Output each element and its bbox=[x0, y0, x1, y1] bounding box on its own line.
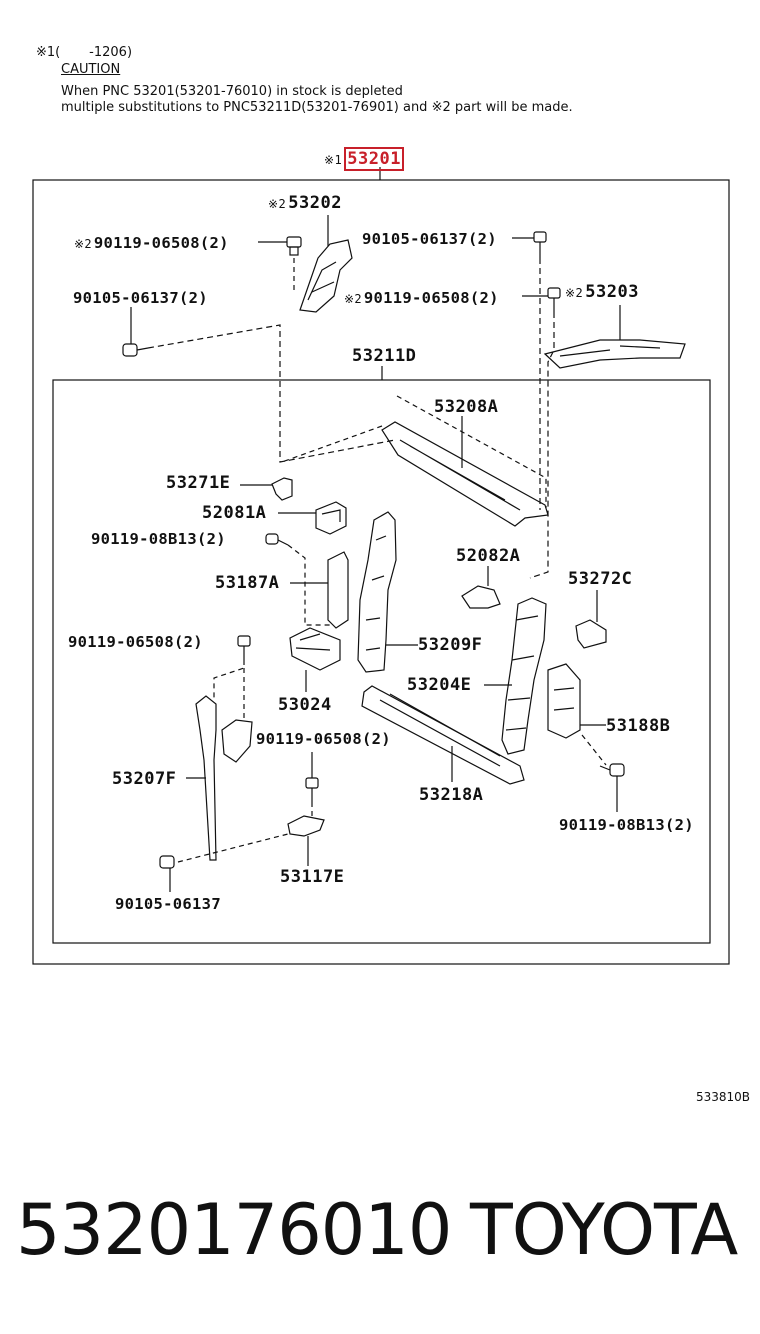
label-bolt-90119-08B13-b[interactable]: 90119-08B13(2) bbox=[559, 816, 694, 834]
label-bolt-90119-06508-c[interactable]: 90119-06508(2) bbox=[68, 633, 203, 651]
bolt-icon bbox=[599, 763, 625, 777]
label-53271E[interactable]: 53271E bbox=[166, 473, 231, 493]
label-53272C[interactable]: 53272C bbox=[568, 569, 633, 589]
bolt-icon bbox=[237, 635, 251, 660]
label-bolt-90105-06137-a[interactable]: 90105-06137(2) bbox=[362, 230, 497, 248]
bolt-icon bbox=[286, 236, 302, 256]
label-53204E[interactable]: 53204E bbox=[407, 675, 472, 695]
footer-part-number: 5320176010 bbox=[16, 1189, 452, 1271]
note-mark: ※1 bbox=[324, 153, 343, 167]
label-53024[interactable]: 53024 bbox=[278, 695, 332, 715]
label-52082A[interactable]: 52082A bbox=[456, 546, 521, 566]
bracket-52082A bbox=[461, 585, 501, 609]
diagram-reference-code: 533810B bbox=[696, 1090, 751, 1104]
label-53188B[interactable]: 53188B bbox=[606, 716, 671, 736]
caution-line-1: When PNC 53201(53201-76010) in stock is … bbox=[61, 84, 403, 99]
label-53218A[interactable]: 53218A bbox=[419, 785, 484, 805]
bolt-icon bbox=[122, 343, 149, 357]
bracket-52081A bbox=[315, 501, 347, 535]
label-53209F[interactable]: 53209F bbox=[418, 635, 483, 655]
note-mark: ※2 bbox=[344, 292, 362, 306]
caution-heading: CAUTION bbox=[61, 62, 121, 77]
label-53187A[interactable]: 53187A bbox=[215, 573, 280, 593]
bracket-53024 bbox=[289, 627, 341, 671]
part-53201-highlight[interactable]: 53201 bbox=[344, 147, 404, 171]
note-mark: ※2 bbox=[268, 197, 287, 211]
bolt-icon bbox=[159, 855, 175, 869]
label-bolt-90105-06137-b[interactable]: 90105-06137(2) bbox=[73, 289, 208, 307]
part-53203: 53203 bbox=[585, 282, 639, 302]
support-53204E bbox=[501, 597, 547, 755]
bracket-53187A bbox=[327, 551, 349, 629]
bracket-53272C bbox=[575, 619, 607, 649]
part-90119-06508: 90119-06508(2) bbox=[93, 234, 229, 252]
lower-support-53218A bbox=[361, 685, 525, 785]
label-53208A[interactable]: 53208A bbox=[434, 397, 499, 417]
label-bolt-90119-06508-d[interactable]: 90119-06508(2) bbox=[256, 730, 391, 748]
label-53117E[interactable]: 53117E bbox=[280, 867, 345, 887]
bracket-53271E bbox=[271, 477, 293, 501]
bolt-icon bbox=[265, 533, 289, 546]
upper-support-53208A bbox=[381, 421, 549, 527]
label-bolt-90105-06137-c[interactable]: 90105-06137 bbox=[115, 895, 221, 913]
bolt-icon bbox=[547, 287, 561, 312]
subassembly-frame bbox=[52, 379, 711, 944]
note-mark: ※1 bbox=[36, 45, 56, 60]
bracket-53117E bbox=[287, 815, 325, 837]
support-53207F bbox=[195, 695, 217, 861]
part-90119-06508: 90119-06508(2) bbox=[363, 289, 499, 307]
label-53211D[interactable]: 53211D bbox=[352, 346, 417, 366]
note-date-range: ( -1206) bbox=[55, 45, 133, 60]
support-53209F bbox=[357, 511, 397, 673]
footer-brand: TOYOTA bbox=[470, 1189, 738, 1271]
assembly-frame bbox=[32, 179, 730, 965]
caution-line-2: multiple substitutions to PNC53211D(5320… bbox=[61, 100, 573, 115]
note-mark: ※2 bbox=[565, 286, 584, 300]
bracket-53188B bbox=[547, 663, 581, 739]
note-mark: ※2 bbox=[74, 237, 92, 251]
note-applicability: ※1( -1206) bbox=[36, 44, 132, 61]
label-52081A[interactable]: 52081A bbox=[202, 503, 267, 523]
bracket-53203 bbox=[543, 339, 686, 369]
label-bolt-90119-08B13-a[interactable]: 90119-08B13(2) bbox=[91, 530, 226, 548]
bolt-icon bbox=[305, 777, 319, 802]
bracket-53202 bbox=[299, 239, 353, 313]
bolt-icon bbox=[533, 231, 547, 258]
label-53207F[interactable]: 53207F bbox=[112, 769, 177, 789]
part-53202: 53202 bbox=[288, 193, 342, 213]
